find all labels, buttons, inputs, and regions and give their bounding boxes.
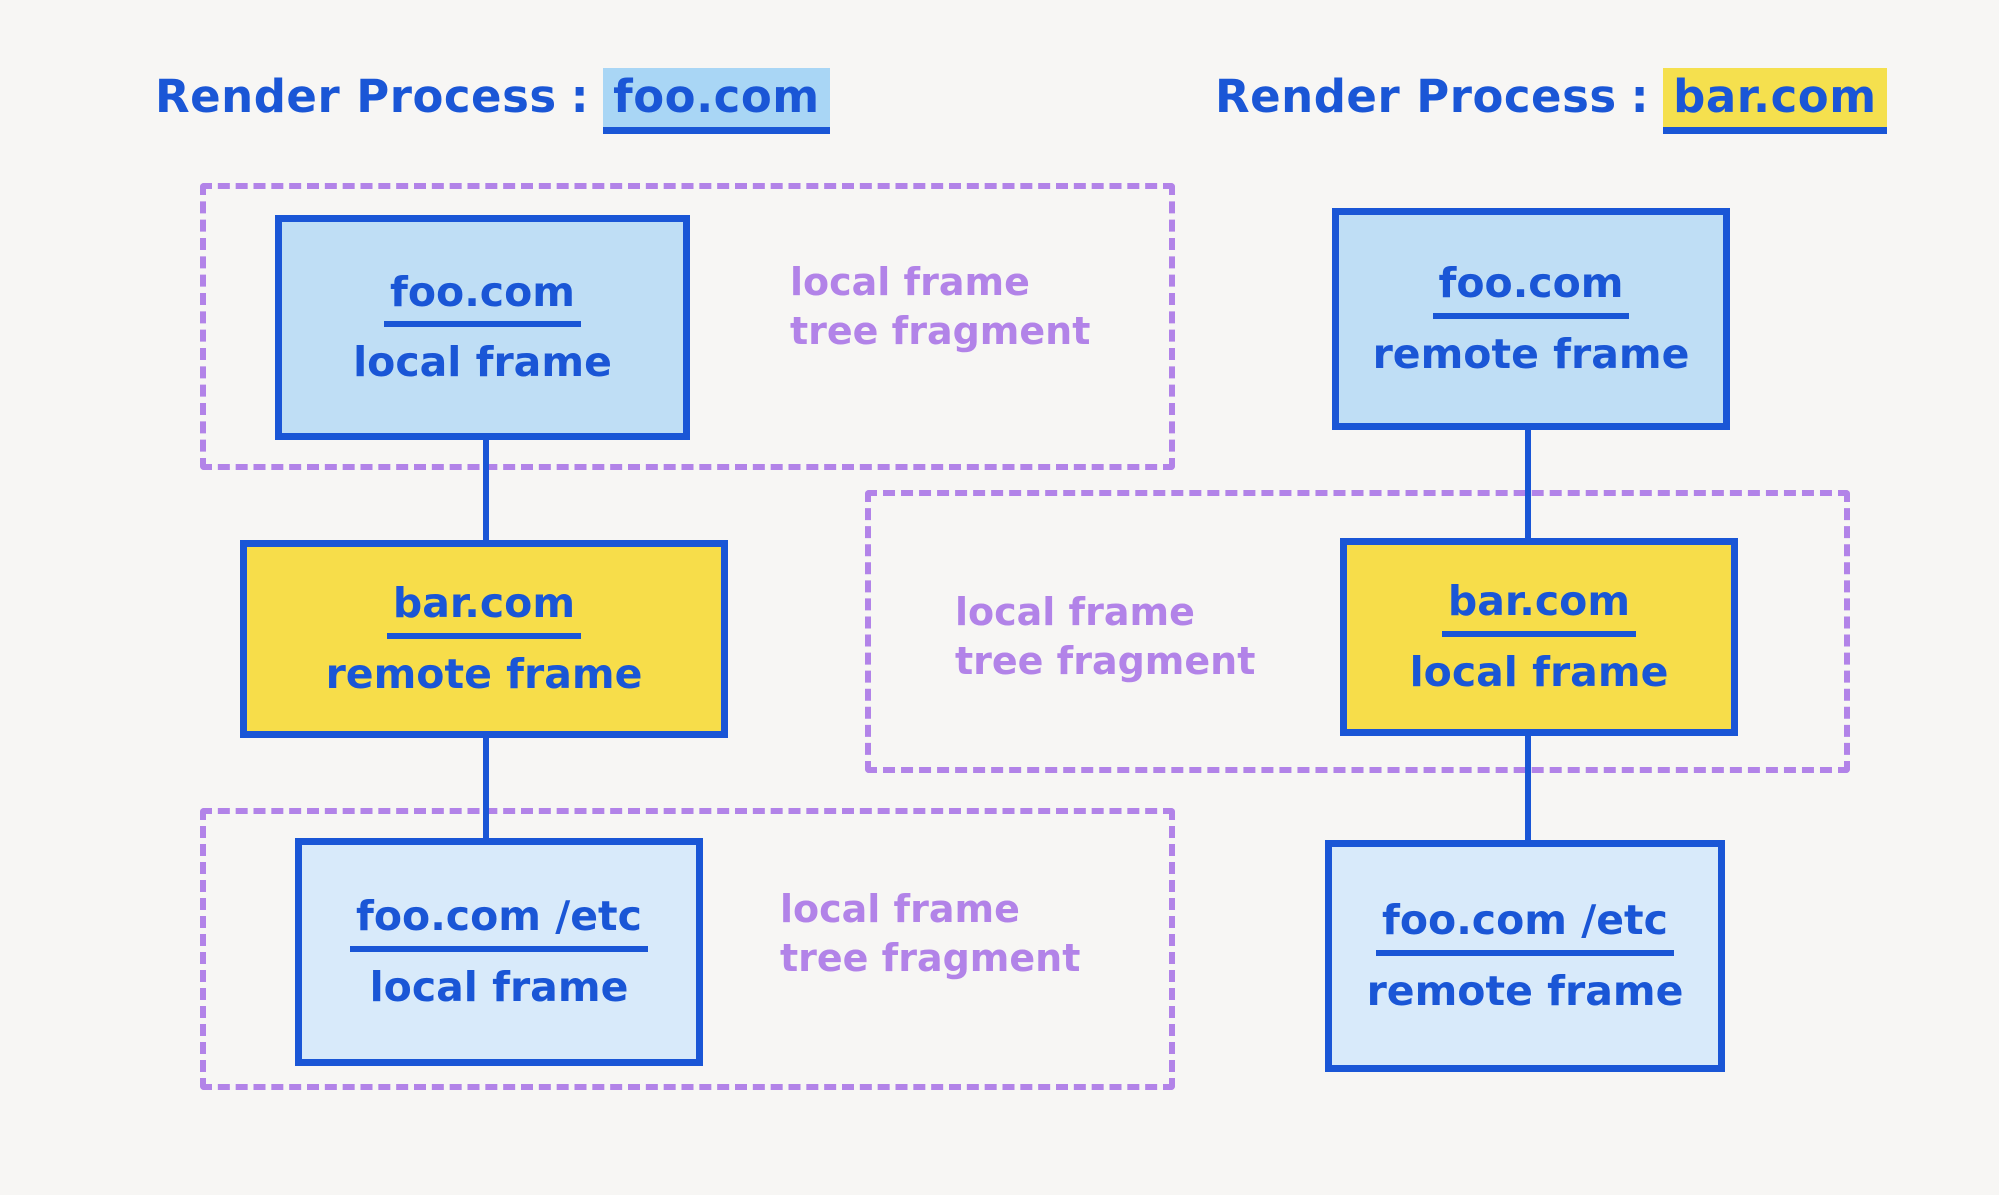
process-title-left-colon: :	[570, 70, 590, 123]
connector-left-1	[483, 437, 489, 547]
process-title-left-domain: foo.com	[603, 68, 830, 134]
connector-left-2	[483, 733, 489, 843]
frame-node-left-1[interactable]: foo.com local frame	[275, 215, 690, 440]
fragment-label-left-bottom: local frame tree fragment	[780, 887, 1081, 980]
frame-node-right-1[interactable]: foo.com remote frame	[1332, 208, 1730, 430]
frame-node-right-3-kind: remote frame	[1366, 966, 1684, 1015]
fragment-region-right-middle	[865, 490, 1850, 773]
fragment-region-left-top	[200, 183, 1175, 470]
fragment-region-left-bottom	[200, 808, 1175, 1090]
process-title-left: Render Process : foo.com	[155, 68, 830, 134]
frame-node-left-1-kind: local frame	[353, 338, 612, 386]
frame-node-left-1-url: foo.com	[384, 270, 581, 327]
frame-node-left-2-kind: remote frame	[325, 649, 643, 698]
connector-right-2	[1525, 733, 1531, 843]
frame-node-right-1-url: foo.com	[1432, 262, 1630, 319]
frame-node-right-3[interactable]: foo.com /etc remote frame	[1325, 840, 1725, 1072]
frame-node-right-2-url: bar.com	[1441, 580, 1637, 637]
frame-node-right-1-kind: remote frame	[1372, 329, 1690, 378]
frame-node-left-2-url: bar.com	[386, 582, 582, 639]
process-title-right: Render Process : bar.com	[1215, 68, 1887, 134]
connector-right-1	[1525, 430, 1531, 540]
frame-node-left-3-kind: local frame	[369, 962, 629, 1011]
frame-node-left-2[interactable]: bar.com remote frame	[240, 540, 728, 738]
frame-node-right-2-kind: local frame	[1409, 647, 1669, 696]
process-title-right-domain: bar.com	[1663, 68, 1887, 134]
process-title-right-label: Render Process	[1215, 70, 1617, 123]
process-title-left-label: Render Process	[155, 70, 557, 123]
fragment-label-right-middle: local frame tree fragment	[955, 590, 1256, 683]
frame-node-left-3-url: foo.com /etc	[350, 895, 648, 952]
process-title-right-colon: :	[1630, 70, 1650, 123]
frame-node-left-3[interactable]: foo.com /etc local frame	[295, 838, 703, 1066]
frame-node-right-2[interactable]: bar.com local frame	[1340, 538, 1738, 736]
frame-node-right-3-url: foo.com /etc	[1376, 899, 1674, 956]
fragment-label-left-top: local frame tree fragment	[790, 260, 1091, 353]
